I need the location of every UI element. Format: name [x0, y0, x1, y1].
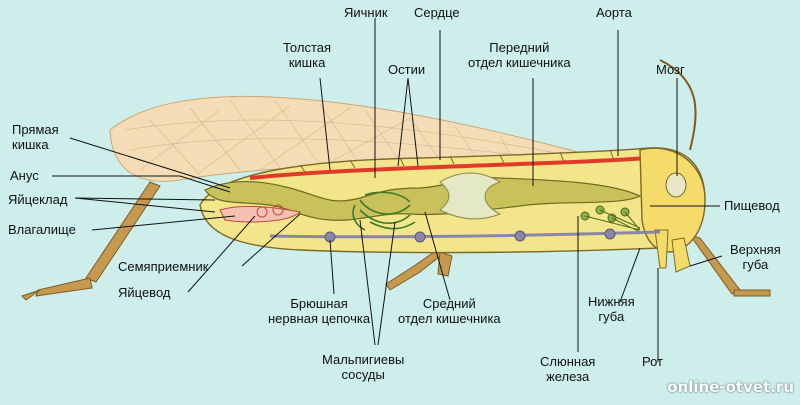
mid-leg: [385, 247, 453, 291]
mouthparts: [654, 229, 669, 269]
label-vagina: Влагалище: [8, 222, 76, 237]
label-nerve-cord: Брюшная нервная цепочка: [268, 296, 371, 326]
front-leg: [688, 234, 771, 297]
heart-vessel: [249, 156, 649, 180]
label-ovipositor: Яйцеклад: [8, 192, 68, 207]
brain-shape: [665, 172, 687, 198]
watermark: online-otvet.ru: [667, 378, 794, 396]
label-rectum: Прямая кишка: [12, 122, 59, 152]
label-anus: Анус: [10, 168, 39, 183]
salivary-glands: [580, 205, 641, 233]
label-salivary-gland: Слюнная железа: [540, 354, 596, 384]
gastric-caeca: [439, 172, 502, 220]
label-aorta: Аорта: [596, 5, 632, 20]
hind-leg: [21, 181, 161, 301]
label-oviduct: Яйцевод: [118, 285, 171, 300]
label-malpighian: Мальпигиевы сосуды: [322, 352, 405, 382]
label-upper-lip: Верхняя губа: [730, 242, 781, 272]
leader-lines: [52, 18, 723, 362]
antenna: [659, 59, 697, 151]
ventral-nerve-cord: [269, 228, 661, 243]
head: [639, 147, 706, 253]
label-ostia: Остии: [388, 62, 426, 77]
label-heart: Сердце: [414, 5, 460, 20]
label-mouth: Рот: [642, 354, 663, 369]
label-foregut: Передний отдел кишечника: [468, 40, 571, 70]
malpighian-tubules: [352, 191, 416, 231]
label-colon: Толстая кишка: [283, 40, 332, 70]
digestive-tract: [204, 177, 642, 221]
label-esophagus: Пищевод: [724, 198, 780, 213]
label-midgut: Средний отдел кишечника: [398, 296, 501, 326]
label-ovary: Яичник: [344, 5, 388, 20]
label-lower-lip: Нижняя губа: [588, 294, 635, 324]
tergite-plates: [299, 149, 615, 173]
label-brain: Мозг: [656, 62, 685, 77]
reproductive-organs: [219, 204, 302, 223]
label-spermatheca: Семяприемник: [118, 259, 209, 274]
